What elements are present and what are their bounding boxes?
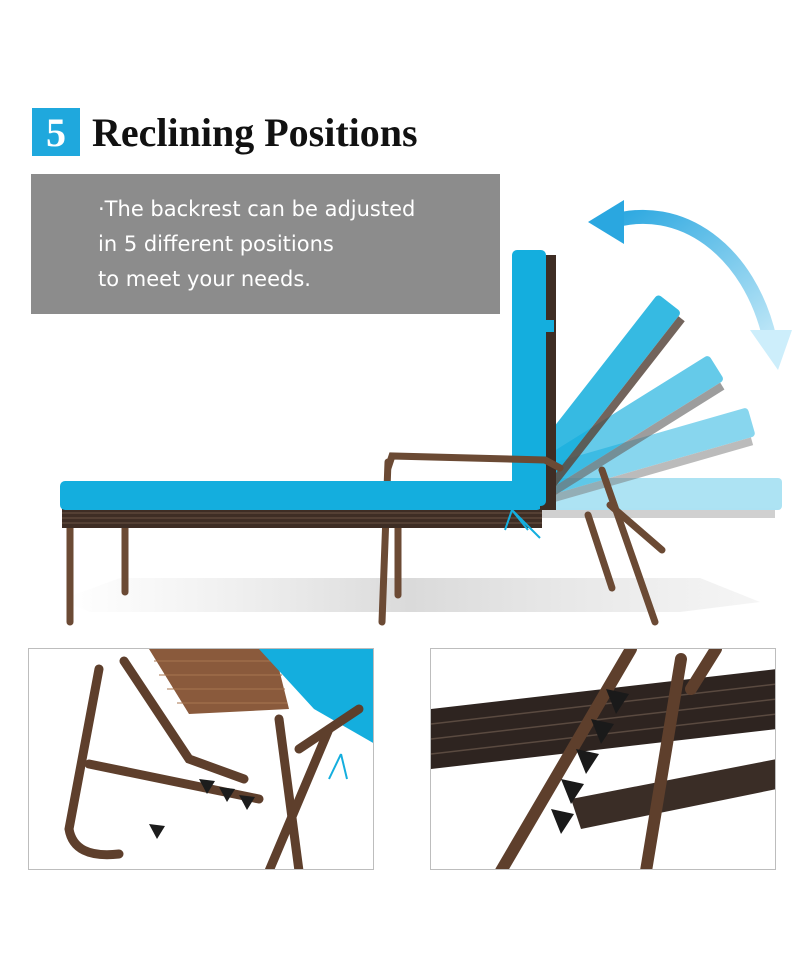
seat-cushion (60, 481, 542, 510)
info-line-1: ·The backrest can be adjusted (98, 197, 416, 221)
backrest-position-1 (512, 250, 556, 510)
chair-legs (66, 458, 666, 626)
cushion-tie (328, 753, 348, 780)
curved-double-arrow-icon (588, 200, 792, 370)
backrest-position-4 (532, 408, 755, 505)
headline: 5 Reclining Positions (32, 104, 418, 160)
info-box: ·The backrest can be adjusted in 5 diffe… (31, 174, 500, 314)
detail-photo-backrest-mechanism (28, 648, 374, 870)
backrest-position-5 (530, 478, 782, 518)
detail-photo-ratchet-bar (430, 648, 776, 870)
info-line-2: in 5 different positions (98, 232, 334, 256)
floor-shadow (60, 578, 760, 612)
lounge-chair-illustration (60, 200, 792, 626)
backrest-position-2 (514, 295, 685, 499)
page-title: Reclining Positions (92, 109, 418, 155)
armrest (384, 452, 564, 472)
step-number-badge: 5 (32, 108, 80, 156)
wicker-base (62, 508, 542, 528)
backrest-position-3 (523, 356, 725, 501)
cushion-tie (504, 509, 541, 539)
info-line-3: to meet your needs. (98, 267, 311, 291)
